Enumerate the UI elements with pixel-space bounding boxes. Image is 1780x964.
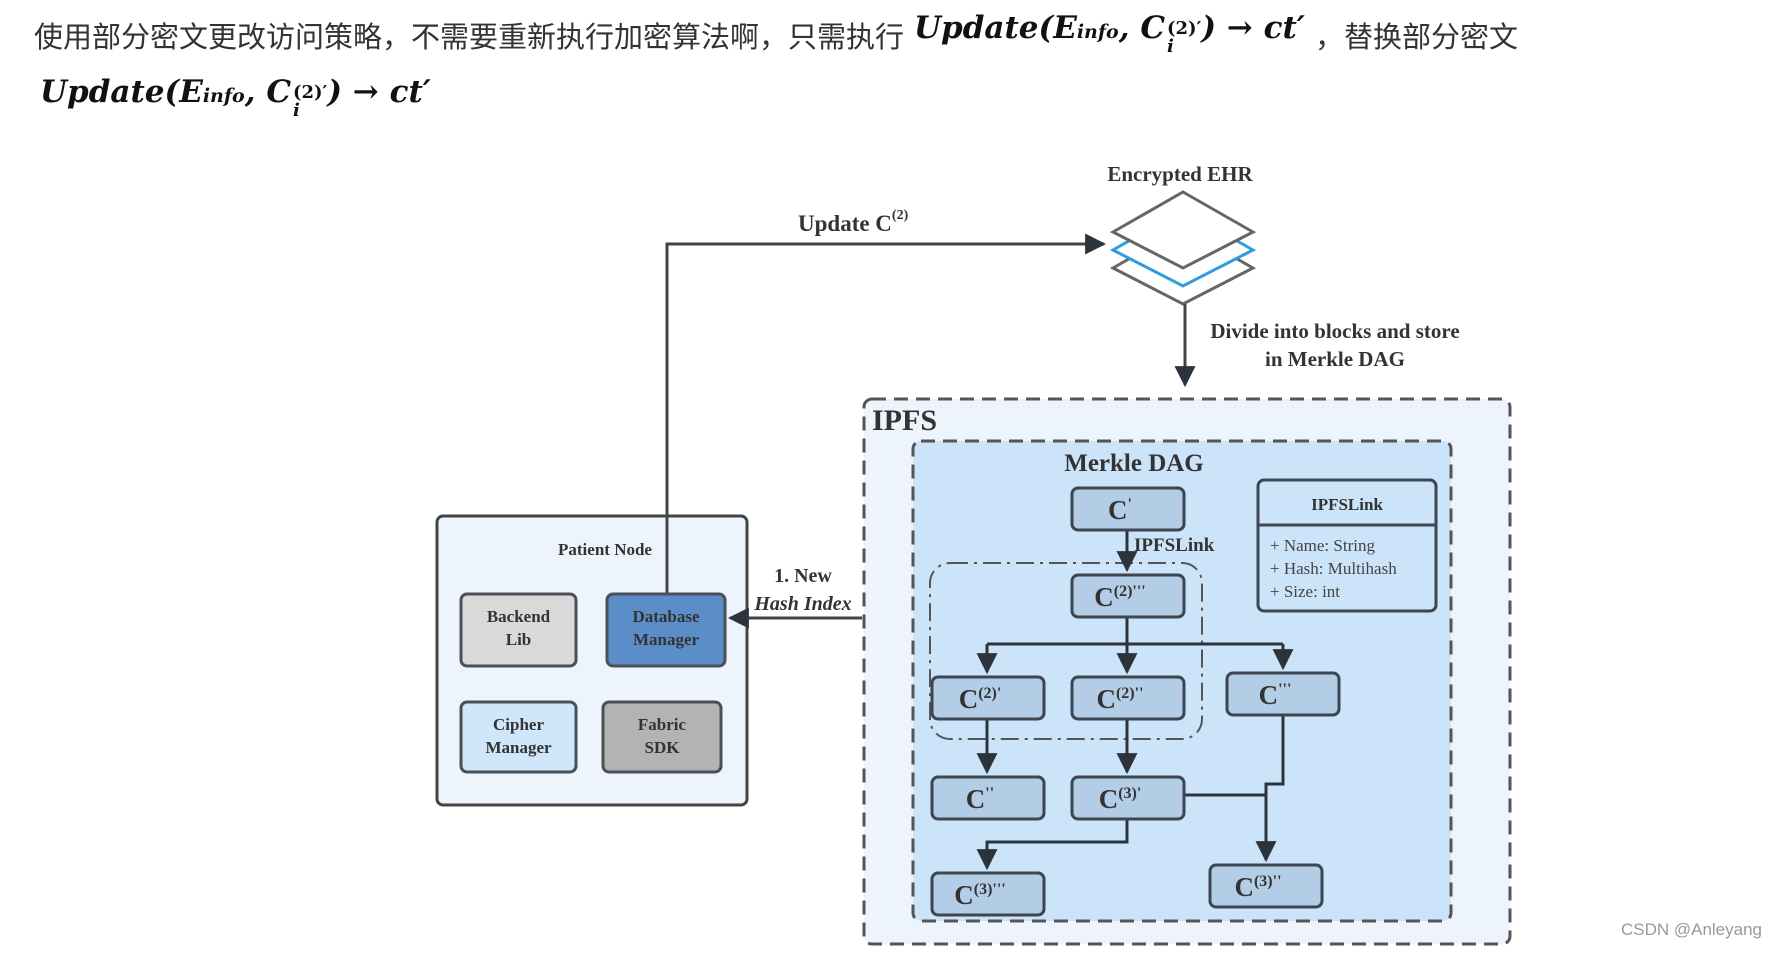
patient-components: BackendLibDatabaseManagerCipherManagerFa… (459, 592, 727, 774)
formula-c: C (1140, 10, 1166, 46)
watermark: CSDN @Anleyang (1620, 920, 1762, 939)
update-label: Update C(2) (798, 208, 909, 236)
component-label: Database (632, 607, 700, 626)
dag-node-label: C(3)''' (954, 880, 1006, 910)
formula-e-sub: info (202, 85, 245, 107)
dag-node-cppp: C''' (1225, 671, 1341, 717)
formula-c: C (266, 74, 291, 110)
component-label: Manager (485, 738, 552, 757)
edge-cppp-down (1255, 714, 1285, 863)
new-hash-label-2: Hash Index (753, 593, 851, 615)
dag-node-label: C' (1108, 495, 1132, 525)
ipfslink-edge-label: IPFSLink (1134, 535, 1215, 556)
new-hash-label-1: 1. New (774, 565, 832, 587)
ipfs-title: IPFS (872, 404, 937, 437)
dag-node-label: C(2)'' (1096, 684, 1143, 714)
dag-node-c3p: C(3)' (1070, 775, 1186, 821)
dag-edges (976, 527, 1294, 871)
component-label: Backend (487, 607, 551, 626)
formula-c-supsub: (2)′i (293, 84, 327, 120)
dag-node-cpp: C'' (930, 775, 1046, 821)
dag-node-label: C(3)'' (1234, 872, 1281, 902)
formula-e: E (1053, 10, 1077, 46)
component-label: Fabric (638, 715, 687, 734)
component-label: Manager (633, 630, 700, 649)
encrypted-ehr-label: Encrypted EHR (1107, 162, 1253, 186)
update-label-sup: (2) (892, 208, 909, 223)
ipfslink-field: + Hash: Multihash (1270, 559, 1397, 578)
ipfslink-class-box: IPFSLink + Name: String + Hash: Multihas… (1256, 478, 1438, 613)
divide-label-1: Divide into blocks and store (1210, 319, 1459, 343)
dag-node-label: C(3)' (1099, 784, 1142, 814)
formula-c-sup: (2)′ (1167, 18, 1202, 39)
formula-result: ct′ (389, 74, 431, 110)
dag-node-label: C(2)' (959, 684, 1002, 714)
formula-e-sub: info (1076, 21, 1119, 43)
dag-node-label: C''' (1259, 680, 1292, 710)
patient-node-title: Patient Node (558, 540, 652, 559)
dag-node-c2ppp: C(2)''' (1070, 573, 1186, 619)
update-label-text: Update C (798, 211, 892, 236)
formula-arrow: → (352, 74, 379, 110)
encrypted-ehr-stack-icon (1109, 190, 1257, 306)
formula-comma: , (1118, 10, 1130, 46)
formula-e: E (179, 74, 203, 110)
formula-result: ct′ (1263, 10, 1305, 46)
modified-blocks-group (929, 562, 1203, 740)
component-label: Cipher (493, 715, 544, 734)
formula-close: ) (1201, 10, 1216, 46)
component-label: Lib (506, 630, 532, 649)
dag-node-label: C'' (966, 784, 994, 814)
sentence-part2: ，替换部分密文 (1314, 20, 1518, 54)
component-label: SDK (645, 738, 681, 757)
formula-c-sub: i (293, 100, 300, 121)
formula-func: Update( (40, 74, 180, 110)
dag-node-c2p: C(2)' (930, 675, 1046, 721)
update-arrow (665, 233, 1107, 593)
edge-c3p-c3ppp (976, 819, 1129, 871)
formula-func: Update( (914, 10, 1054, 46)
formula-c-sup: (2)′ (293, 82, 328, 103)
formula-comma: , (244, 74, 256, 110)
formula-arrow: → (1226, 10, 1253, 46)
ipfslink-field: + Name: String (1270, 536, 1375, 555)
sentence-part1: 使用部分密文更改访问策略，不需要重新执行加密算法啊，只需执行 (34, 20, 905, 54)
dag-node-c1: C' (1070, 486, 1186, 532)
dag-nodes: C' C(2)''' C(2)' C(2)'' C''' C'' C(3)' C(3)''' C… (930, 486, 1341, 917)
formula-c-supsub: (2)′i (1167, 20, 1201, 56)
merkle-dag-title: Merkle DAG (1064, 450, 1204, 477)
dag-node-c3ppp: C(3)''' (930, 871, 1046, 917)
divide-label-2: in Merkle DAG (1265, 347, 1405, 371)
dag-node-c3pp: C(3)'' (1208, 863, 1324, 909)
ipfslink-class-title: IPFSLink (1311, 495, 1383, 514)
dag-node-label: C(2)''' (1094, 582, 1146, 612)
dag-node-c2pp: C(2)'' (1070, 675, 1186, 721)
ipfslink-field: + Size: int (1270, 582, 1340, 601)
formula-close: ) (327, 74, 342, 110)
formula-c-sub: i (1167, 36, 1174, 57)
